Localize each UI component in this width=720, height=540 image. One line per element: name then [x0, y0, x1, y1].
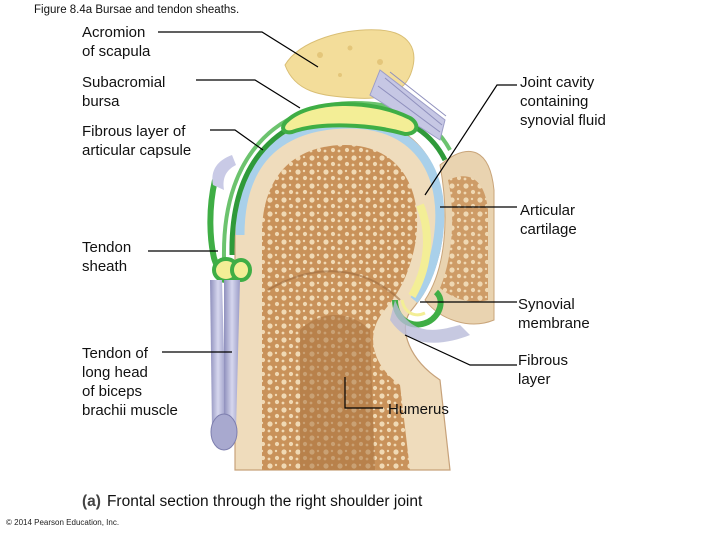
- leader-subacromial-bursa: [196, 79, 301, 109]
- caption-text: Frontal section through the right should…: [106, 493, 423, 510]
- leader-joint-cavity: [424, 84, 517, 196]
- copyright-notice: © 2014 Pearson Education, Inc.: [6, 518, 120, 527]
- label-articular-cartilage: Articular cartilage: [520, 202, 577, 238]
- leader-acromion: [158, 31, 319, 68]
- acromion-shape: [284, 29, 447, 141]
- leader-lines: [148, 31, 517, 409]
- caption-tag: (a): [82, 493, 101, 510]
- leader-fibrous-layer: [404, 334, 517, 366]
- fibrous-layer-shape: [390, 300, 470, 343]
- label-synovial-membrane: Synovial membrane: [518, 296, 590, 332]
- label-biceps-tendon: Tendon of long head of biceps brachii mu…: [82, 345, 178, 419]
- label-fibrous-layer: Fibrous layer: [518, 352, 569, 388]
- figure-caption: (a) Frontal section through the right sho…: [82, 493, 422, 511]
- bottom-fade: [150, 430, 490, 500]
- leader-fibrous-capsule: [210, 129, 264, 151]
- label-fibrous-capsule: Fibrous layer of articular capsule: [82, 123, 192, 159]
- label-joint-cavity: Joint cavity containing synovial fluid: [520, 74, 606, 129]
- label-subacromial-bursa: Subacromial bursa: [82, 74, 166, 110]
- figure-title: Figure 8.4a Bursae and tendon sheaths.: [34, 4, 240, 16]
- scapula-glenoid: [424, 150, 495, 325]
- tendon-sheath-shape: [207, 179, 252, 283]
- leader-humerus: [344, 377, 383, 409]
- synovial-fluid-shape: [408, 203, 431, 298]
- label-tendon-sheath: Tendon sheath: [82, 239, 132, 275]
- subacromial-bursa-shape: [281, 102, 419, 137]
- label-acromion: Acromion of scapula: [82, 24, 151, 60]
- label-humerus: Humerus: [388, 401, 449, 418]
- articular-cartilage-shape: [235, 119, 445, 303]
